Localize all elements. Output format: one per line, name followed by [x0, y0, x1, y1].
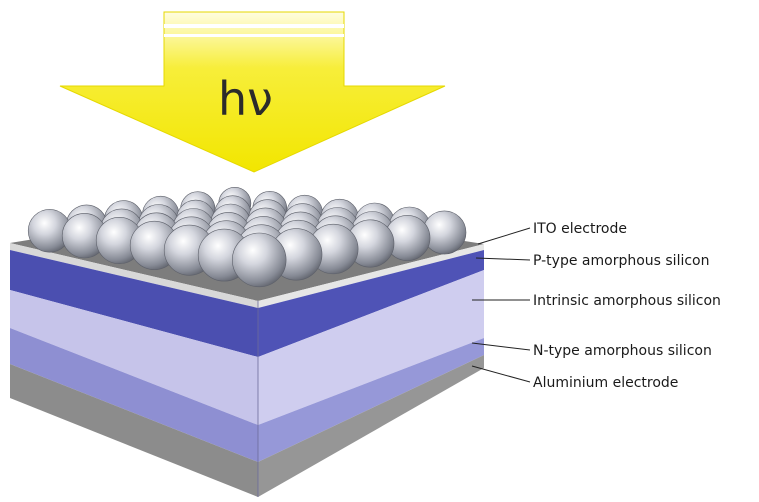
n-type-layer-left — [10, 328, 258, 462]
aluminium-electrode-label: Aluminium electrode — [533, 375, 678, 391]
nanosphere-array — [27, 186, 467, 288]
n-type-label: N-type amorphous silicon — [533, 343, 712, 359]
p-type-leader — [475, 257, 531, 261]
aluminium-layer-right — [258, 355, 484, 497]
arrow-highlight-line-1 — [164, 24, 344, 28]
p-type-label: P-type amorphous silicon — [533, 253, 710, 269]
p-type-layer-right — [258, 250, 484, 357]
ito-leader — [477, 227, 531, 245]
intrinsic-label: Intrinsic amorphous silicon — [533, 293, 721, 309]
ito-layer-left — [10, 243, 258, 308]
ito-electrode-label: ITO electrode — [533, 221, 627, 237]
photon-energy-label: hν — [218, 72, 273, 126]
intrinsic-layer-left — [10, 290, 258, 425]
ito-layer-right — [258, 244, 484, 308]
nanosphere — [232, 232, 287, 288]
aluminium-layer-left — [10, 364, 258, 497]
aluminium-leader — [471, 365, 531, 383]
light-arrow: hν — [59, 11, 446, 173]
n-type-layer-right — [258, 338, 484, 462]
arrow-highlight-line-2 — [164, 34, 344, 37]
n-type-leader — [471, 342, 531, 351]
leader-lines — [471, 227, 531, 383]
intrinsic-layer-right — [258, 270, 484, 425]
p-type-layer-left — [10, 250, 258, 357]
